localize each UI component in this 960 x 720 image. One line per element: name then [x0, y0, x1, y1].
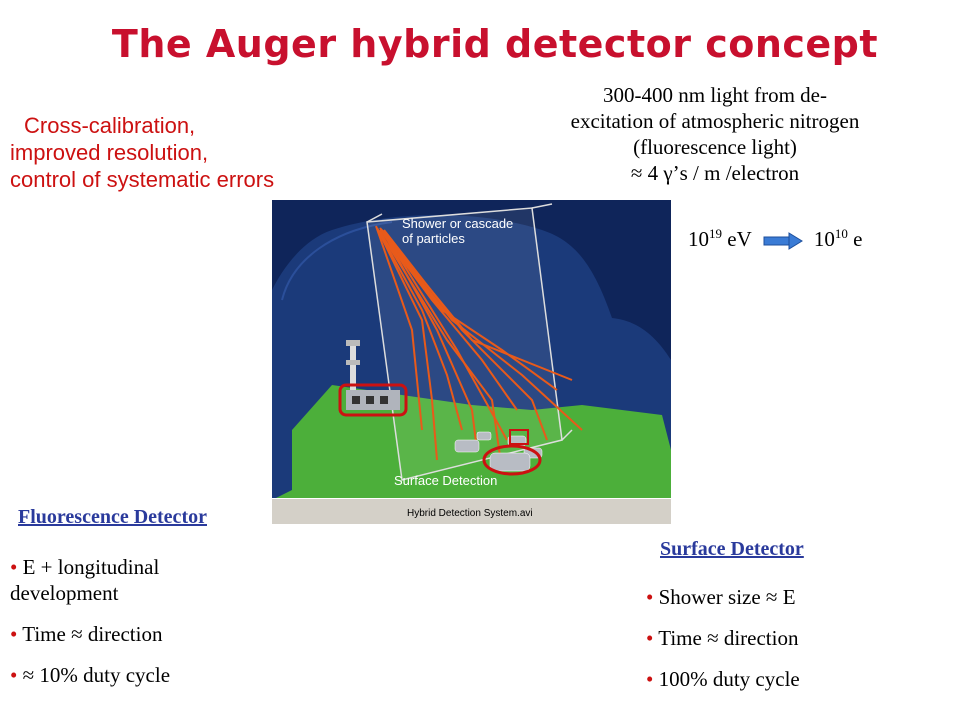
shower-tracks [375, 225, 583, 471]
cross-calibration-note: Cross-calibration, improved resolution, … [10, 112, 350, 193]
energy-left-unit: eV [722, 227, 752, 251]
telescope-tower [346, 340, 360, 390]
fluorescence-light-info: 300-400 nm light from de- excitation of … [500, 82, 930, 186]
video-caption: Hybrid Detection System.avi [407, 508, 533, 519]
fluor-info-line-4: ≈ 4 γ’s / m /electron [630, 161, 800, 185]
slide-title: The Auger hybrid detector concept [111, 22, 879, 66]
fluor-info-line-1: 300-400 nm light from de- [603, 83, 827, 107]
fd-bullet: • E + longitudinal development [10, 555, 160, 605]
sd-bullet: • Shower size ≈ E [646, 585, 796, 609]
fluorescence-building [338, 383, 408, 417]
hybrid-detection-video[interactable]: Shower or cascade of particles Surface D… [272, 200, 671, 524]
fluor-info-line-3: (fluorescence light) [633, 135, 797, 159]
sd-bullet: • Time ≈ direction [646, 626, 799, 650]
fluorescence-detector-list: • E + longitudinal development • Time ≈ … [10, 554, 270, 703]
video-label-shower-1: Shower or cascade [402, 216, 513, 231]
sd-bullet: • 100% duty cycle [646, 667, 800, 691]
video-frame[interactable]: Shower or cascade of particles Surface D… [272, 200, 671, 524]
fd-bullet: • Time ≈ direction [10, 622, 163, 646]
surface-detector-title: Surface Detector [660, 538, 804, 560]
video-label-shower-2: of particles [402, 231, 465, 246]
calib-line-3: control of systematic errors [10, 167, 275, 192]
calib-line-1: Cross-calibration, [24, 113, 196, 138]
energy-conversion: 1019 eV 1010 e [688, 226, 862, 252]
video-label-surface: Surface Detection [394, 473, 497, 488]
fluor-info-line-2: excitation of atmospheric nitrogen [570, 109, 860, 133]
arrow-right-icon [763, 232, 803, 251]
surface-detector-list: • Shower size ≈ E • Time ≈ direction • 1… [646, 584, 946, 707]
energy-right-exp: 10 [834, 226, 848, 241]
energy-left-exp: 19 [709, 226, 722, 241]
energy-left-base: 10 [688, 227, 709, 251]
energy-right-base: 10 [813, 227, 835, 251]
energy-right-unit: e [847, 227, 863, 251]
calib-line-2: improved resolution, [10, 140, 209, 165]
fluorescence-detector-title: Fluorescence Detector [18, 506, 207, 528]
fd-bullet: • ≈ 10% duty cycle [10, 663, 171, 687]
